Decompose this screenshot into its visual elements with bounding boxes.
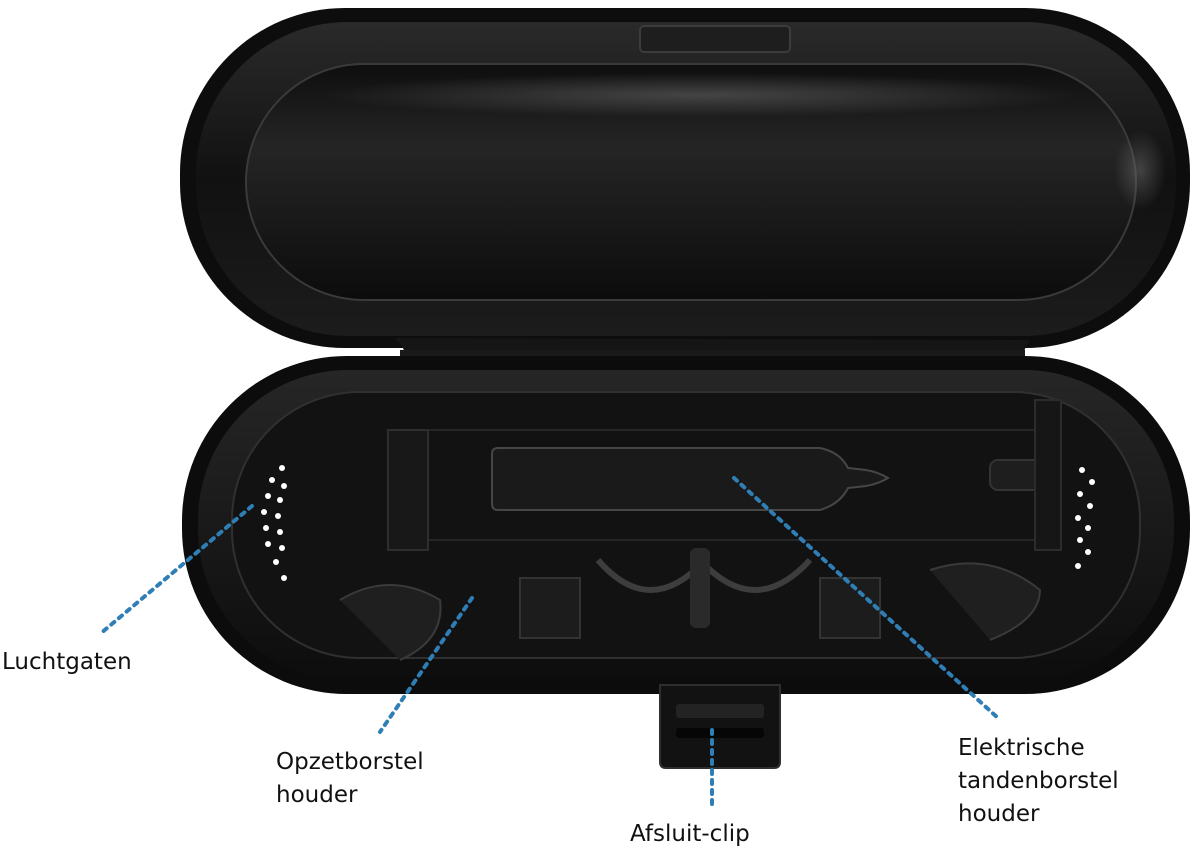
callout-opzetborstel-houder-line-2: houder [276, 782, 358, 808]
callout-elektrische-tandenborstel-houder: Elektrische tandenborstel houder [958, 732, 1119, 831]
callout-opzetborstel-houder-line-1: Opzetborstel [276, 749, 424, 775]
callout-elektrische-line-3: houder [958, 801, 1040, 827]
case-base [182, 356, 1190, 694]
callout-opzetborstel-houder: Opzetborstel houder [276, 746, 424, 812]
air-holes-right [1075, 467, 1095, 569]
brush-head-holders [339, 399, 1062, 661]
callout-luchtgaten: Luchtgaten [2, 646, 132, 679]
case-lid [180, 8, 1190, 348]
callout-afsluit-clip-line-1: Afsluit-clip [630, 821, 750, 847]
closing-clip [659, 684, 781, 769]
callout-elektrische-line-2: tandenborstel [958, 768, 1119, 794]
callout-luchtgaten-line-1: Luchtgaten [2, 649, 132, 675]
leader-line-luchtgaten [98, 504, 254, 636]
callout-afsluit-clip: Afsluit-clip [630, 818, 750, 851]
leader-line-elektrische [732, 476, 1000, 720]
leader-line-opzetborstel [378, 596, 474, 734]
air-holes-left [261, 465, 287, 581]
callout-elektrische-line-1: Elektrische [958, 735, 1085, 761]
leader-lines [98, 476, 1000, 806]
